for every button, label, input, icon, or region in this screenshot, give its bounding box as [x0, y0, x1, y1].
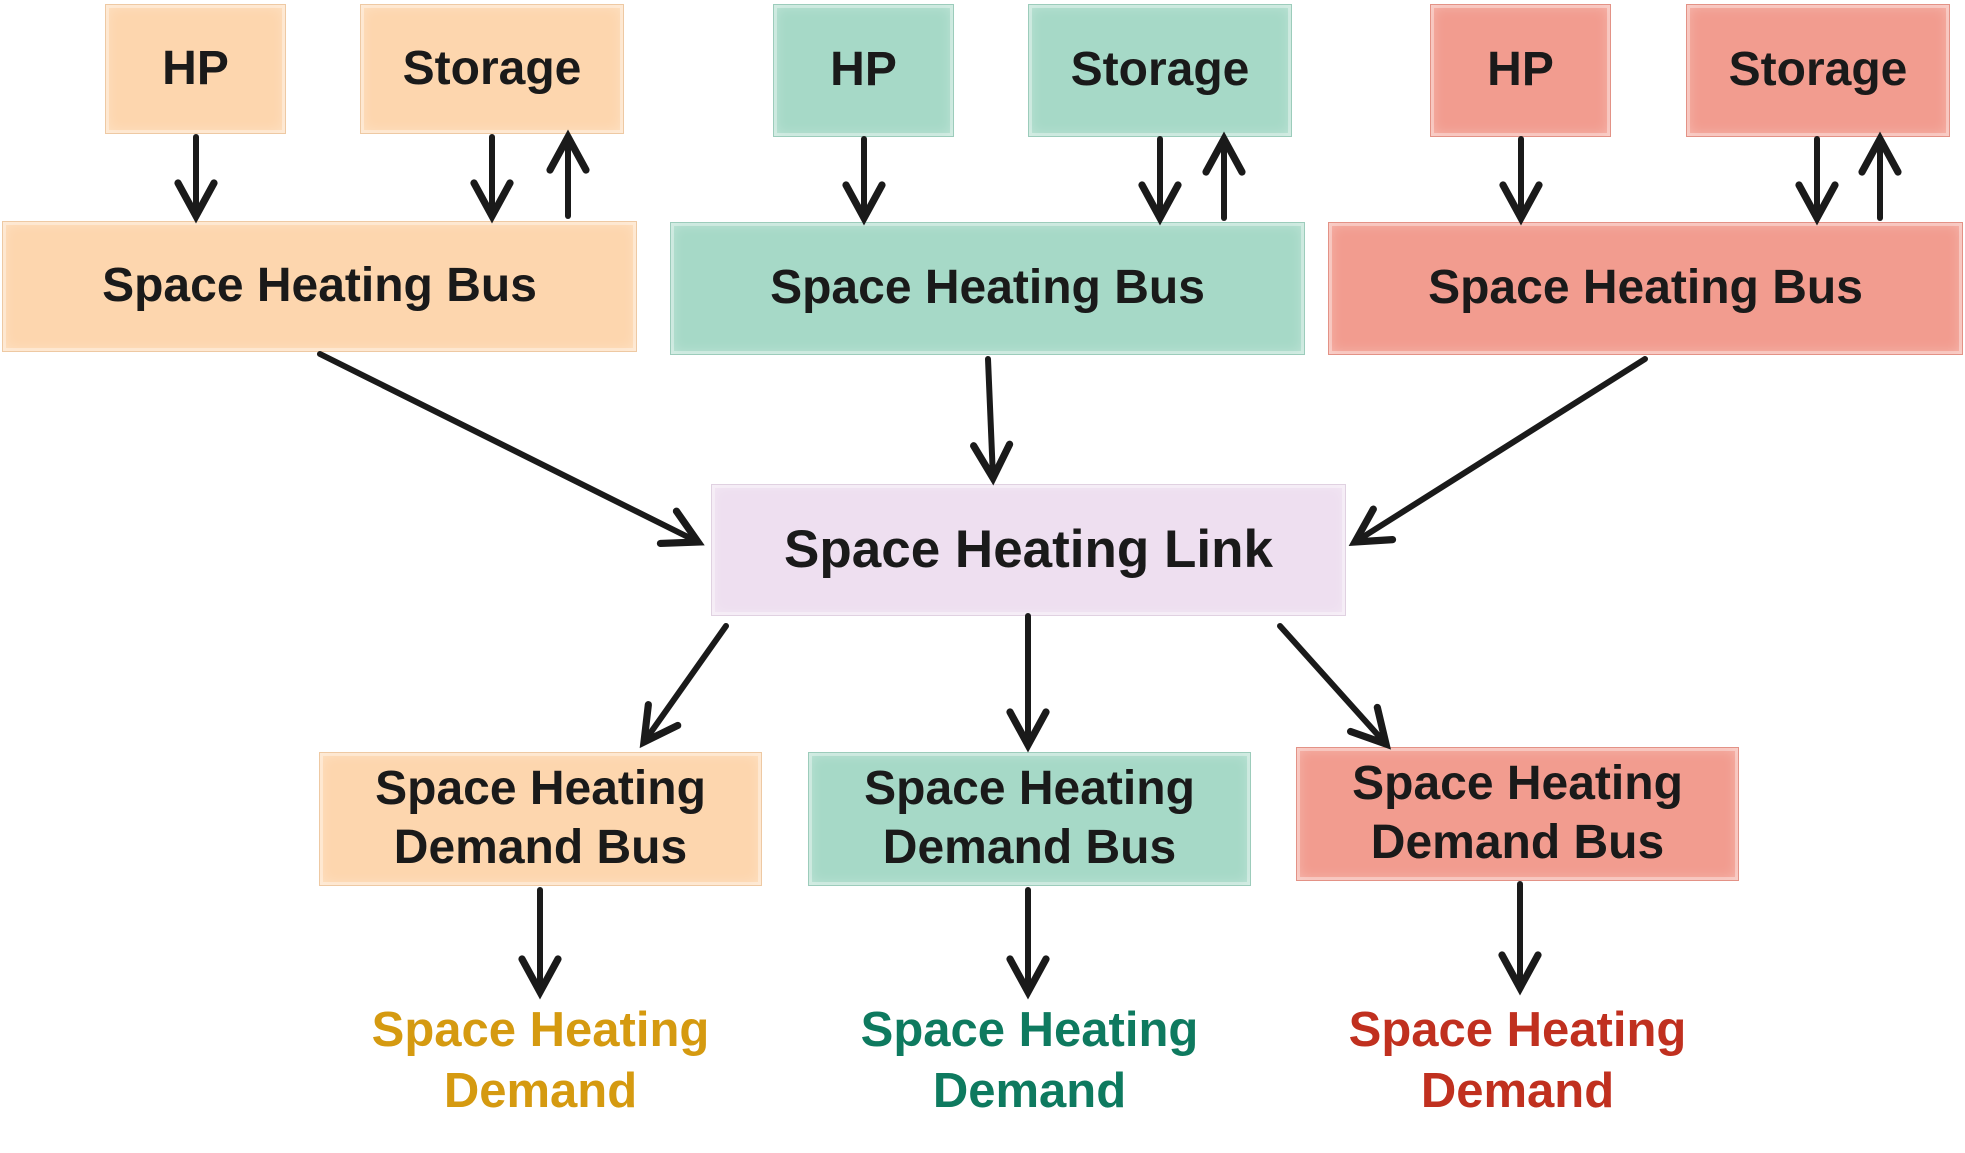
bus-label-1: Space Heating Bus — [102, 259, 537, 313]
storage-box-3: Storage — [1686, 4, 1950, 137]
demand-bus-label-1: Space Heating Demand Bus — [375, 762, 706, 874]
link-label: Space Heating Link — [784, 519, 1273, 579]
storage-label-3: Storage — [1728, 43, 1908, 97]
storage-box-2: Storage — [1028, 4, 1292, 137]
hp-box-2: HP — [773, 4, 954, 137]
demand-bus-1: Space Heating Demand Bus — [319, 752, 762, 886]
space-heating-bus-3: Space Heating Bus — [1328, 222, 1963, 355]
demand-bus-label-2: Space Heating Demand Bus — [864, 762, 1195, 874]
bus-label-3: Space Heating Bus — [1428, 261, 1863, 315]
hp-box-1: HP — [105, 4, 286, 134]
space-heating-bus-2: Space Heating Bus — [670, 222, 1305, 355]
hp-box-3: HP — [1430, 4, 1611, 137]
demand-bus-3: Space Heating Demand Bus — [1296, 747, 1739, 881]
bus-label-2: Space Heating Bus — [770, 261, 1205, 315]
arrow-link-to-demand-bus-1 — [639, 623, 729, 749]
arrow-bus2-to-link — [970, 356, 1014, 486]
space-heating-link: Space Heating Link — [711, 484, 1346, 616]
storage-box-1: Storage — [360, 4, 624, 134]
demand-label-1: Space Heating Demand — [371, 1003, 710, 1119]
hp-label-3: HP — [1487, 43, 1554, 97]
hp-label-2: HP — [830, 43, 897, 97]
storage-label-2: Storage — [1070, 43, 1250, 97]
arrow-bus3-to-link — [1348, 356, 1648, 547]
demand-bus-label-3: Space Heating Demand Bus — [1352, 757, 1683, 869]
demand-label-2: Space Heating Demand — [860, 1003, 1199, 1119]
demand-bus-2: Space Heating Demand Bus — [808, 752, 1251, 886]
arrow-link-to-demand-bus-3 — [1277, 623, 1392, 750]
storage-label-1: Storage — [402, 41, 582, 95]
hp-label-1: HP — [162, 41, 229, 95]
space-heating-bus-1: Space Heating Bus — [2, 221, 637, 352]
demand-label-3: Space Heating Demand — [1348, 1003, 1687, 1119]
arrow-bus1-to-link — [317, 351, 705, 548]
